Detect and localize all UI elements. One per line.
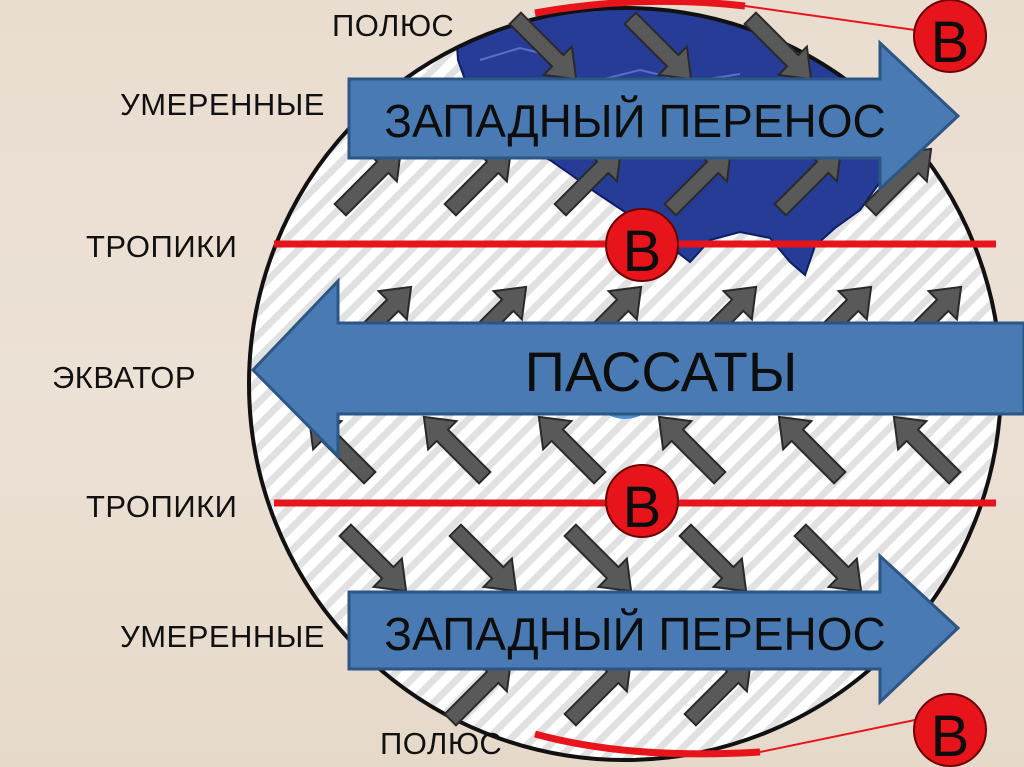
label-temperate-north: УМЕРЕННЫЕ	[120, 87, 325, 122]
westerlies-north-arrow	[347, 39, 961, 193]
wind-arrow-17	[422, 415, 492, 485]
wind-arrow-26	[793, 523, 863, 593]
trade-winds-arrow	[250, 277, 1024, 460]
high-pressure-marker-tropics-south: В	[605, 464, 679, 540]
pressure-line-south-pole	[534, 730, 761, 758]
label-tropics-north: ТРОПИКИ	[86, 229, 238, 264]
wind-arrow-7	[663, 147, 733, 217]
label-equator: ЭКВАТОР	[52, 360, 197, 395]
trade-winds-label: ПАССАТЫ	[525, 340, 798, 403]
high-pressure-marker-south-pole: В	[913, 693, 987, 767]
wind-arrow-5	[443, 147, 513, 217]
label-temperate-south: УМЕРЕННЫЕ	[120, 619, 325, 654]
wind-arrow-25	[678, 523, 748, 593]
svg-text:В: В	[623, 219, 662, 284]
pole-pointer-south	[759, 719, 916, 753]
label-pole-south: ПОЛЮС	[380, 726, 503, 761]
wind-arrow-8	[773, 147, 843, 217]
wind-arrow-23	[448, 523, 518, 593]
wind-arrow-4	[333, 147, 403, 217]
wind-arrow-22	[338, 523, 408, 593]
high-pressure-marker-north-pole: В	[913, 0, 987, 75]
svg-text:В: В	[931, 704, 970, 767]
wind-arrow-2	[623, 11, 693, 81]
wind-arrow-1	[508, 11, 578, 81]
svg-text:В: В	[623, 475, 662, 540]
wind-arrow-19	[657, 415, 727, 485]
label-tropics-south: ТРОПИКИ	[86, 489, 238, 524]
westerlies-north-label: ЗАПАДНЫЙ ПЕРЕНОС	[384, 95, 886, 147]
label-pole-north: ПОЛЮС	[332, 8, 455, 43]
wind-arrow-18	[537, 415, 607, 485]
wind-arrow-20	[777, 415, 847, 485]
pressure-line-north-pole	[534, 0, 746, 17]
wind-arrow-6	[553, 147, 623, 217]
high-pressure-marker-tropics-north: В	[605, 208, 679, 284]
wind-arrow-3	[743, 11, 813, 81]
pole-pointer-north	[744, 5, 916, 31]
svg-text:В: В	[931, 10, 970, 75]
wind-arrow-24	[563, 523, 633, 593]
westerlies-south-label: ЗАПАДНЫЙ ПЕРЕНОС	[384, 608, 886, 660]
westerlies-south-arrow	[347, 552, 961, 706]
wind-arrow-21	[892, 415, 962, 485]
